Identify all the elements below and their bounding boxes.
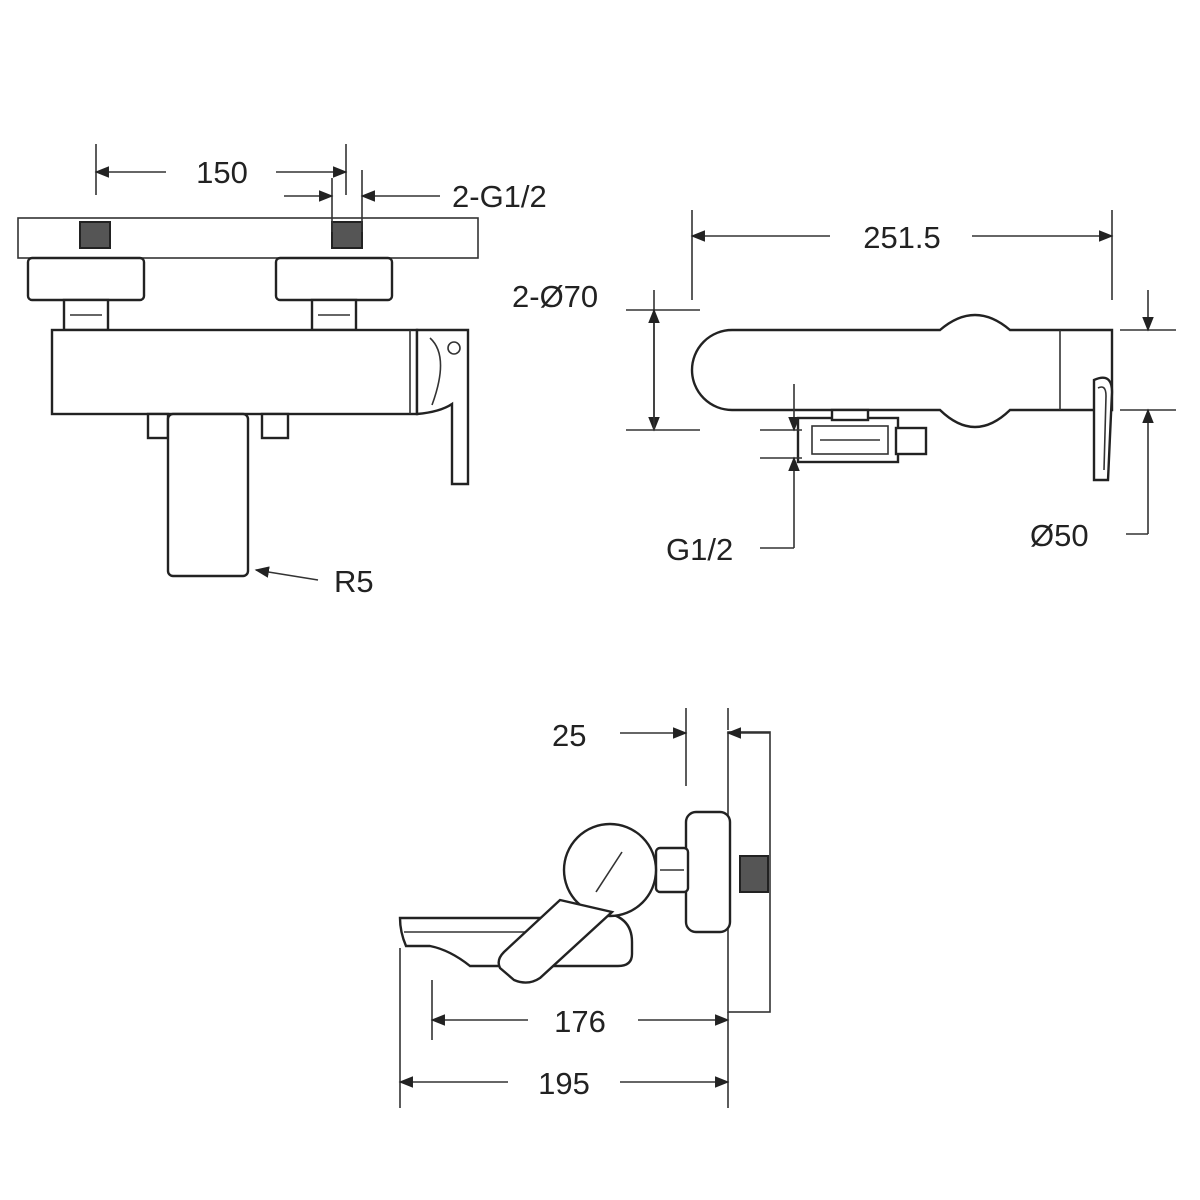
dim-connection-thread: 2-G1/2 bbox=[452, 179, 547, 214]
dim-overall-length: 251.5 bbox=[863, 220, 941, 255]
lever-side bbox=[497, 898, 615, 984]
dim-inlet-spacing: 150 bbox=[196, 155, 248, 190]
outlet-end-top bbox=[894, 426, 928, 456]
wall-hatch-top bbox=[17, 217, 479, 259]
mixer-body-front bbox=[50, 328, 419, 416]
mixer-body-top bbox=[690, 313, 1114, 429]
lug-right bbox=[260, 412, 290, 440]
dim-outlet-thread: G1/2 bbox=[666, 532, 733, 567]
handle-front bbox=[415, 328, 470, 486]
handle-top bbox=[1092, 376, 1114, 482]
lug-left bbox=[146, 412, 170, 440]
dim-total-projection: 195 bbox=[538, 1066, 590, 1101]
label-corner-radius: R5 bbox=[334, 564, 374, 599]
thread-left bbox=[79, 221, 111, 249]
flange-right bbox=[274, 256, 394, 302]
flange-side bbox=[684, 810, 732, 934]
spout-front bbox=[166, 412, 250, 578]
side-view: 25 176 195 bbox=[398, 708, 771, 1108]
dim-spout-projection: 176 bbox=[554, 1004, 606, 1039]
outlet-nut-top bbox=[830, 408, 870, 422]
top-view: 251.5 2-Ø70 G1/2 Ø50 bbox=[512, 210, 1176, 567]
dim-handle-diameter: Ø50 bbox=[1030, 518, 1089, 553]
dim-eccentric-offset: 25 bbox=[552, 718, 586, 753]
front-view: 150 2-G1/2 R5 bbox=[17, 144, 547, 599]
thread-side bbox=[739, 855, 769, 893]
flange-left bbox=[26, 256, 146, 302]
dim-body-diameter: 2-Ø70 bbox=[512, 279, 598, 314]
thread-right bbox=[331, 221, 363, 249]
